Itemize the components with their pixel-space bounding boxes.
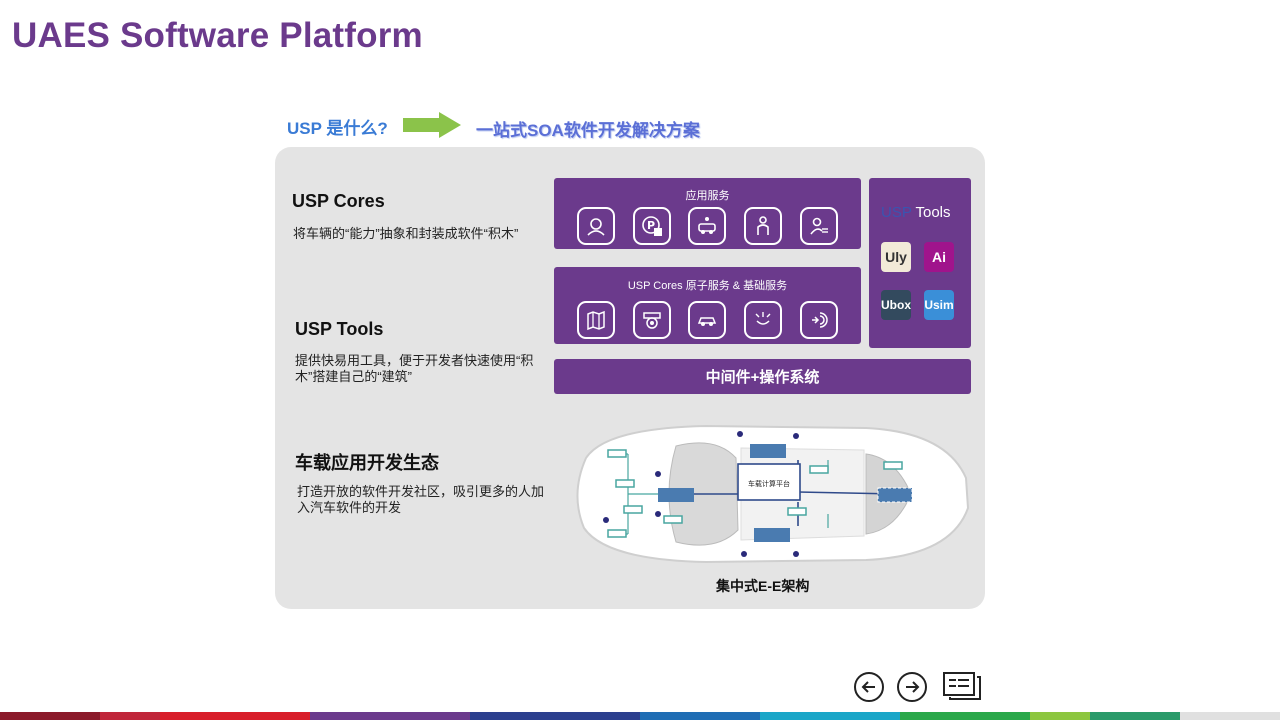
car-architecture-diagram: 车载计算平台	[576, 424, 970, 564]
usp-answer: 一站式SOA软件开发解决方案	[476, 121, 700, 140]
ubox-tool-tile[interactable]: Ubox	[881, 290, 911, 320]
uly-tool-tile[interactable]: Uly	[881, 242, 911, 272]
tools-panel: USP Tools Uly Ai Ubox Usim	[869, 178, 971, 348]
ecosystem-description: 打造开放的软件开发社区，吸引更多的人加入汽车软件的开发	[297, 484, 545, 515]
child-seat-icon[interactable]	[744, 207, 783, 245]
app-services-box: 应用服务 P	[554, 178, 861, 249]
camera-icon[interactable]	[632, 301, 671, 339]
cores-description: 将车辆的“能力”抽象和封装成软件“积木”	[293, 226, 519, 241]
car-remote-icon[interactable]	[688, 207, 727, 245]
tools-description: 提供快易用工具，便于开发者快速使用“积木”搭建自己的“建筑”	[295, 353, 534, 384]
next-arrow-icon[interactable]	[896, 671, 928, 703]
app-services-caption: 应用服务	[685, 190, 730, 202]
middleware-os-bar: 中间件+操作系统	[554, 359, 971, 394]
computing-platform-label: 车载计算平台	[748, 479, 790, 488]
bottom-color-bar	[0, 712, 1280, 720]
tools-heading: USP Tools	[295, 319, 384, 339]
usim-tool-tile[interactable]: Usim	[924, 290, 954, 320]
user-profile-icon[interactable]	[800, 207, 839, 245]
svg-text:P: P	[647, 219, 655, 232]
core-services-box: USP Cores 原子服务 & 基础服务	[554, 267, 861, 344]
cores-heading: USP Cores	[292, 191, 385, 211]
ecosystem-heading: 车载应用开发生态	[295, 453, 439, 473]
tools-panel-title: USP Tools	[881, 204, 951, 221]
right-arrow-icon	[403, 112, 461, 138]
map-icon[interactable]	[576, 301, 615, 339]
page-title: UAES Software Platform	[12, 16, 423, 55]
light-icon[interactable]	[744, 301, 783, 339]
prev-arrow-icon[interactable]	[853, 671, 885, 703]
core-services-caption: USP Cores 原子服务 & 基础服务	[627, 280, 788, 292]
ai-tool-tile[interactable]: Ai	[924, 242, 954, 272]
radar-icon[interactable]	[800, 301, 839, 339]
usp-question: USP 是什么?	[287, 119, 388, 138]
slides-menu-icon[interactable]	[942, 671, 984, 703]
architecture-caption: 集中式E-E架构	[716, 578, 810, 594]
car-icon[interactable]	[688, 301, 727, 339]
driver-face-icon[interactable]	[576, 207, 615, 245]
parking-icon[interactable]: P	[632, 207, 671, 245]
